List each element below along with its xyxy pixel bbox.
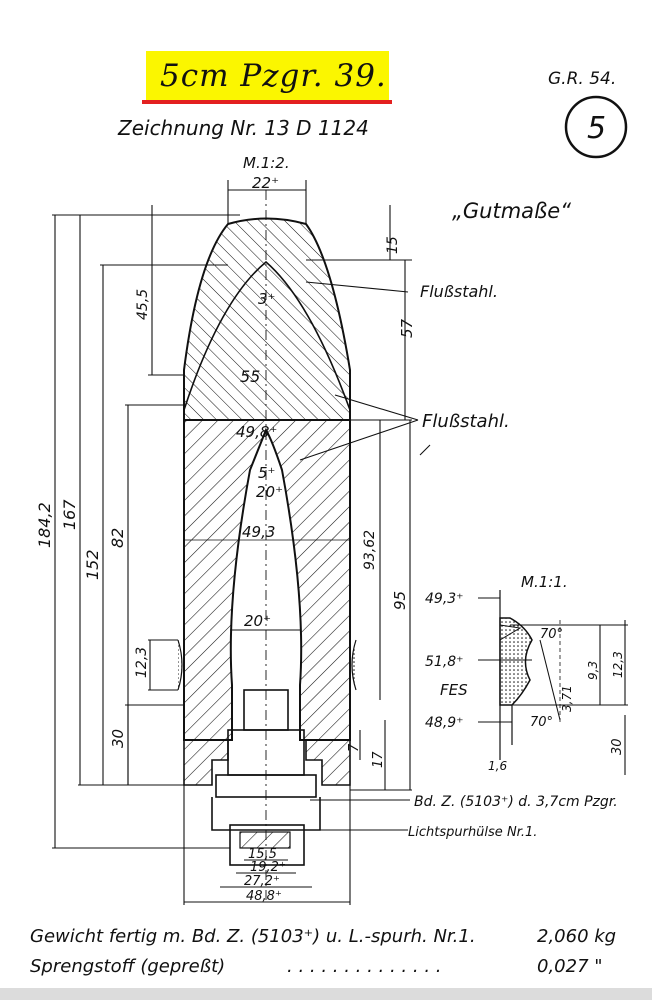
sheet-code: G.R. 54.: [548, 69, 616, 89]
len-184-2: 184,2: [35, 502, 54, 548]
dim-27-2: 27,2⁺: [244, 874, 280, 889]
right-dimension-lines: [183, 180, 431, 905]
detail-view: M.1:1.: [478, 573, 628, 775]
len-57: 57: [398, 318, 416, 338]
dim-49-8: 49,8⁺: [236, 423, 277, 441]
len-15: 15: [385, 236, 401, 254]
len-45-5: 45,5: [135, 289, 151, 320]
weight-row1-value: 2,060 kg: [537, 926, 616, 947]
left-dimension-lines: [52, 205, 240, 849]
weight-row2-dots: . . . . . . . . . . . . . .: [287, 956, 442, 977]
det-70-bottom: 70°: [530, 715, 553, 730]
dim-48-8: 48,8⁺: [246, 889, 282, 904]
scale-detail: M.1:1.: [521, 573, 568, 591]
len-93-62: 93,62: [362, 530, 378, 570]
dim-15-5: 15,5: [248, 847, 277, 862]
det-9-3: 9,3: [586, 661, 600, 680]
det-3-71: 3,71: [560, 685, 574, 712]
len-95: 95: [391, 591, 409, 610]
title-underline: [142, 100, 392, 104]
drawing-number: Zeichnung Nr. 13 D 1124: [117, 116, 369, 140]
det-48-9: 48,9⁺: [425, 715, 464, 731]
dim-19-2: 19,2⁺: [250, 860, 286, 875]
sheet-number: 5: [587, 111, 606, 146]
len-30: 30: [109, 729, 127, 748]
weight-row2-value: 0,027 ": [537, 956, 603, 977]
len-152: 152: [83, 549, 102, 580]
weight-row2-label: Sprengstoff (gepreßt): [30, 956, 225, 977]
det-1-6: 1,6: [488, 759, 507, 773]
len-82: 82: [108, 528, 127, 548]
dim-49-3-inner: 49,3: [242, 523, 275, 541]
sheet-number-circle: [564, 95, 628, 159]
bottom-strip: [0, 988, 652, 1000]
weight-row1-label: Gewicht fertig m. Bd. Z. (5103⁺) u. L.-s…: [30, 926, 476, 947]
det-70-top: 70°: [540, 627, 563, 642]
projectile-body: [177, 190, 357, 900]
label-fes: FES: [440, 681, 468, 699]
dim-20-upper: 20⁺: [256, 483, 283, 501]
scale-main: M.1:2.: [243, 154, 290, 172]
det-49-3: 49,3⁺: [425, 591, 464, 607]
label-flussstahl-1: Flußstahl.: [420, 282, 498, 301]
len-12-3: 12,3: [134, 647, 150, 678]
label-lichtspur: Lichtspurhülse Nr.1.: [408, 825, 537, 840]
title-highlight: [146, 51, 389, 100]
det-12-3: 12,3: [611, 651, 625, 678]
dim-20-lower: 20⁺: [244, 612, 271, 630]
dim-55: 55: [240, 367, 260, 386]
label-flussstahl-2: Flußstahl.: [422, 411, 510, 432]
len-17: 17: [371, 751, 386, 768]
dim-3: 3⁺: [258, 290, 275, 308]
label-bdz: Bd. Z. (5103⁺) d. 3,7cm Pzgr.: [414, 794, 618, 810]
dimension-labels: 22⁺ 3⁺ 55 49,8⁺ 5⁺ 20⁺ 49,3 20⁺ 15,5 19,…: [35, 174, 625, 904]
len-7: 7: [347, 743, 362, 752]
gutmasse-label: „Gutmaße“: [452, 199, 571, 223]
dim-5: 5⁺: [258, 464, 275, 482]
weights-block: Gewicht fertig m. Bd. Z. (5103⁺) u. L.-s…: [30, 926, 616, 977]
det-51-8: 51,8⁺: [425, 654, 464, 670]
det-30: 30: [610, 738, 625, 755]
dim-22: 22⁺: [252, 174, 279, 192]
len-167: 167: [60, 499, 79, 530]
drawing-title: 5cm Pzgr. 39.: [160, 58, 387, 94]
